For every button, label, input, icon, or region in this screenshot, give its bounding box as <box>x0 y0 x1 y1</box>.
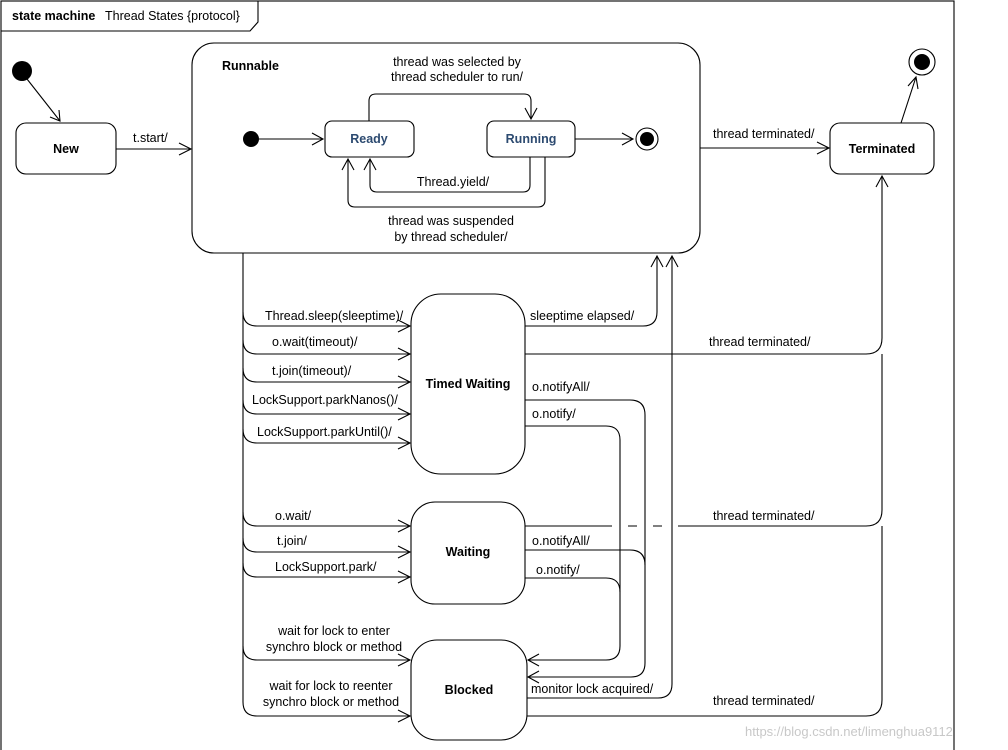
label-suspended-2: by thread scheduler/ <box>394 230 508 244</box>
label-timed-notify-all: o.notifyAll/ <box>532 380 590 394</box>
runnable-initial-pseudostate <box>243 131 259 147</box>
arrowhead <box>665 254 679 268</box>
state-running-label: Running <box>506 132 557 146</box>
frame-keyword: state machine <box>12 9 95 23</box>
state-terminated-label: Terminated <box>849 142 915 156</box>
blocked-terminated-edge <box>527 526 883 717</box>
timed-terminated-edge <box>525 176 883 355</box>
label-blocked-terminated: thread terminated/ <box>713 694 815 708</box>
label-lock-enter-2: synchro block or method <box>266 640 402 654</box>
label-park: LockSupport.park/ <box>275 560 377 574</box>
label-join-timeout: t.join(timeout)/ <box>272 364 352 378</box>
label-selected-1: thread was selected by <box>393 55 522 69</box>
label-waiting-notify-all: o.notifyAll/ <box>532 534 590 548</box>
arrowhead <box>524 107 538 121</box>
label-lock-reenter-1: wait for lock to reenter <box>269 679 393 693</box>
arrowhead <box>875 174 889 188</box>
label-waiting-notify: o.notify/ <box>536 563 580 577</box>
waiting-terminated-edge <box>525 354 883 527</box>
arrowhead <box>341 157 355 171</box>
arrowhead <box>907 75 919 90</box>
label-yield: Thread.yield/ <box>417 175 490 189</box>
arrowhead <box>363 157 377 171</box>
arrowhead <box>526 670 540 684</box>
state-blocked <box>410 639 528 741</box>
state-waiting-label: Waiting <box>446 545 491 559</box>
arrowhead <box>178 142 193 156</box>
state-blocked-label: Blocked <box>445 683 494 697</box>
state-timed-waiting <box>410 293 526 475</box>
ready-to-running-edge <box>368 93 532 121</box>
sleeptime-elapsed-edge <box>525 256 658 327</box>
label-join: t.join/ <box>277 534 307 548</box>
label-sleeptime-elapsed: sleeptime elapsed/ <box>530 309 635 323</box>
timed-notify-all-edge <box>525 399 646 678</box>
state-timed-waiting-label: Timed Waiting <box>426 377 511 391</box>
state-waiting <box>410 501 526 605</box>
runnable-final-state-core <box>640 132 654 146</box>
label-lock-enter-1: wait for lock to enter <box>277 624 390 638</box>
arrowhead <box>816 141 831 155</box>
arrowhead <box>311 132 325 146</box>
label-park-until: LockSupport.parkUntil()/ <box>257 425 392 439</box>
label-suspended-1: thread was suspended <box>388 214 514 228</box>
branches-to-timed-waiting <box>242 311 412 450</box>
monitor-acquired-edge <box>527 256 673 699</box>
terminated-to-final-edge <box>900 76 917 124</box>
final-state-core <box>914 54 930 70</box>
initial-to-new-edge <box>26 78 61 122</box>
waiting-notify-edge <box>525 577 621 593</box>
state-new-label: New <box>53 142 79 156</box>
label-t-start: t.start/ <box>133 131 168 145</box>
label-monitor-acquired: monitor lock acquired/ <box>531 682 654 696</box>
arrowhead <box>526 653 540 667</box>
watermark: https://blog.csdn.net/limenghua9112 <box>745 724 953 739</box>
label-waiting-terminated: thread terminated/ <box>713 509 815 523</box>
label-selected-2: thread scheduler to run/ <box>391 70 524 84</box>
diagram-frame <box>0 0 955 750</box>
label-lock-reenter-2: synchro block or method <box>263 695 399 709</box>
branches-to-waiting <box>242 511 412 584</box>
state-runnable-label: Runnable <box>222 59 279 73</box>
label-runnable-terminated: thread terminated/ <box>713 127 815 141</box>
timed-notify-edge <box>525 425 621 661</box>
state-ready-label: Ready <box>350 132 388 146</box>
initial-pseudostate <box>12 61 32 81</box>
arrowhead <box>49 109 61 122</box>
suspended-edge <box>347 157 546 208</box>
yield-edge <box>369 157 531 193</box>
arrowhead <box>650 254 664 268</box>
label-timed-terminated: thread terminated/ <box>709 335 811 349</box>
label-wait: o.wait/ <box>275 509 312 523</box>
label-timed-notify: o.notify/ <box>532 407 576 421</box>
label-sleep: Thread.sleep(sleeptime)/ <box>265 309 404 323</box>
arrowhead <box>621 132 635 146</box>
state-terminated <box>829 122 935 175</box>
frame-name: Thread States {protocol} <box>105 9 240 23</box>
waiting-notify-all-edge <box>525 549 646 566</box>
label-park-nanos: LockSupport.parkNanos()/ <box>252 393 398 407</box>
branches-to-blocked <box>242 645 412 723</box>
label-wait-timeout: o.wait(timeout)/ <box>272 335 358 349</box>
frame-tab <box>1 1 259 32</box>
